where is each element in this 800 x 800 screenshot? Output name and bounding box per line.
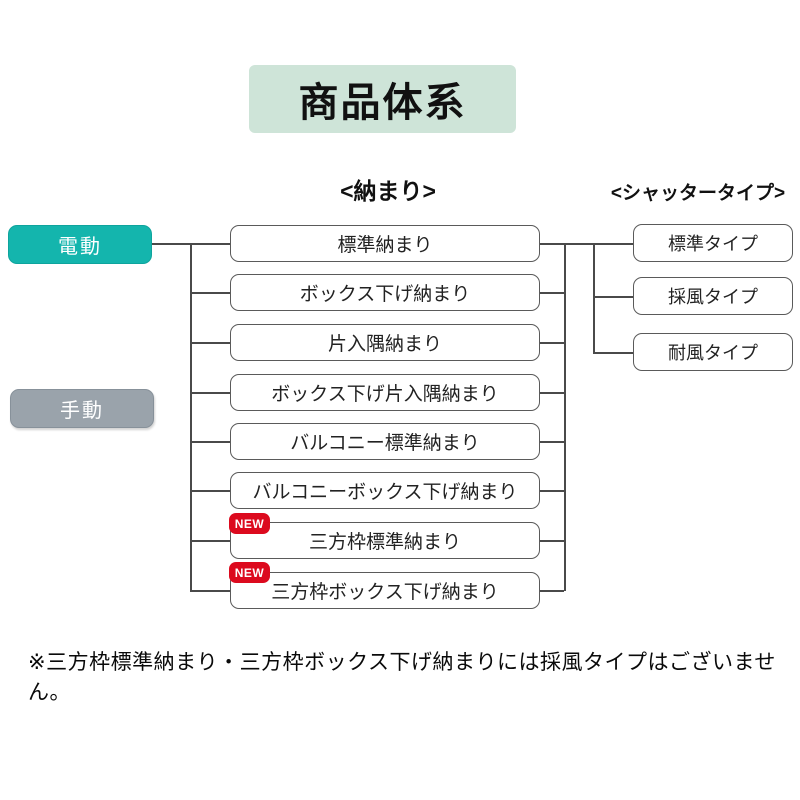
- installation-node-standard: 標準納まり: [230, 225, 540, 262]
- manual-drive-node: 手動: [10, 389, 154, 428]
- new-badge: NEW: [229, 562, 270, 583]
- connector-line: [593, 352, 633, 354]
- connector-line: [540, 441, 564, 443]
- connector-line: [540, 540, 564, 542]
- connector-line: [190, 392, 230, 394]
- installation-node-balcony-box-lowered: バルコニーボックス下げ納まり: [230, 472, 540, 509]
- installation-node-single-corner: 片入隅納まり: [230, 324, 540, 361]
- connector-line: [540, 292, 564, 294]
- new-badge: NEW: [229, 513, 270, 534]
- connector-line: [540, 590, 564, 592]
- page-title: 商品体系: [249, 65, 516, 133]
- column-header-shutter-type: <シャッタータイプ>: [610, 183, 786, 204]
- connector-collector-right: [564, 243, 566, 591]
- footnote: ※三方枠標準納まり・三方枠ボックス下げ納まりには採風タイプはございません。: [28, 651, 776, 704]
- connector-line: [190, 342, 230, 344]
- connector-line: [540, 392, 564, 394]
- connector-line: [190, 441, 230, 443]
- connector-line: [190, 490, 230, 492]
- electric-drive-node: 電動: [8, 225, 152, 264]
- shutter-type-node-ventilation: 採風タイプ: [633, 277, 793, 315]
- connector-line: [190, 540, 230, 542]
- connector-line: [540, 490, 564, 492]
- installation-node-balcony-standard: バルコニー標準納まり: [230, 423, 540, 460]
- installation-node-three-side-frame-box-lowered: 三方枠ボックス下げ納まり: [230, 572, 540, 609]
- connector-trunk-left: [190, 243, 192, 591]
- connector-trunk-types: [593, 243, 595, 353]
- column-header-installation: <納まり>: [340, 178, 436, 204]
- connector-line: [540, 342, 564, 344]
- installation-node-three-side-frame-standard: 三方枠標準納まり: [230, 522, 540, 559]
- shutter-type-node-wind-resistant: 耐風タイプ: [633, 333, 793, 371]
- shutter-type-node-standard: 標準タイプ: [633, 224, 793, 262]
- installation-node-box-lowered: ボックス下げ納まり: [230, 274, 540, 311]
- connector-line: [190, 292, 230, 294]
- connector-line: [540, 243, 633, 245]
- connector-line: [593, 296, 633, 298]
- installation-node-box-lowered-single-corner: ボックス下げ片入隅納まり: [230, 374, 540, 411]
- connector-line: [190, 590, 230, 592]
